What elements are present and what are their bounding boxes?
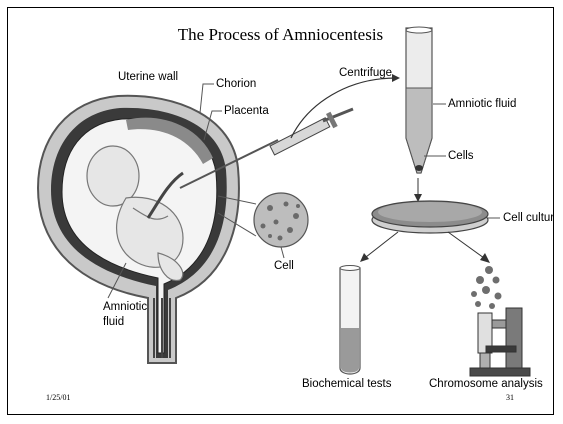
centrifuge-tube bbox=[406, 27, 432, 173]
label-cell-culture: Cell culture bbox=[503, 212, 554, 225]
dish-to-microscope-arrow bbox=[448, 232, 484, 258]
cell-leader bbox=[281, 247, 284, 258]
petri-dish bbox=[372, 201, 488, 233]
label-amniotic-fluid-tube: Amniotic fluid bbox=[448, 98, 516, 111]
amniocentesis-illustration bbox=[8, 8, 554, 415]
label-cells: Cells bbox=[448, 150, 474, 163]
slide-number: 31 bbox=[506, 393, 514, 402]
label-placenta: Placenta bbox=[224, 105, 269, 118]
dish-to-test-tube-arrow bbox=[366, 232, 398, 257]
label-cell: Cell bbox=[274, 260, 294, 273]
label-chorion: Chorion bbox=[216, 78, 256, 91]
chromosomes bbox=[471, 266, 502, 309]
label-centrifuge: Centrifuge bbox=[339, 67, 392, 80]
slide: The Process of Amniocentesis bbox=[7, 7, 554, 415]
label-biochemical-tests: Biochemical tests bbox=[302, 378, 391, 391]
slide-date: 1/25/01 bbox=[46, 393, 70, 402]
label-amniotic-fluid-line1: Amniotic bbox=[103, 301, 147, 314]
label-amniotic-fluid-line2: fluid bbox=[103, 316, 124, 329]
test-tube bbox=[340, 266, 360, 375]
chorion-leader bbox=[200, 84, 214, 113]
label-chromosome-analysis: Chromosome analysis bbox=[429, 378, 543, 391]
label-uterine-wall: Uterine wall bbox=[118, 71, 178, 84]
microscope bbox=[470, 308, 530, 376]
